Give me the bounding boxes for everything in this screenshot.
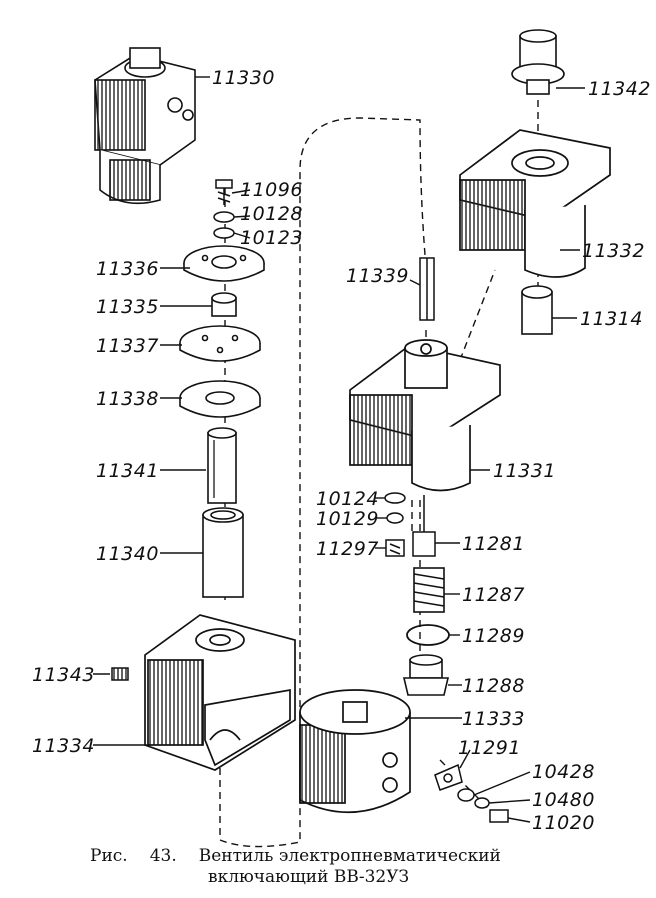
pin-11339 [419, 257, 435, 321]
label-11333: 11333 [462, 708, 525, 730]
label-11297: 11297 [316, 538, 379, 560]
fitting-11342 [511, 29, 565, 95]
label-11314: 11314 [580, 308, 643, 330]
screw-11096 [215, 179, 233, 205]
tube-11340 [202, 507, 244, 598]
label-11096: 11096 [240, 179, 303, 201]
caption-line2: включающий ВВ-32УЗ [208, 867, 410, 887]
figure-caption: Рис. 43. Вентиль электропневматический вкл… [90, 846, 501, 888]
label-10480: 10480 [532, 789, 595, 811]
label-11335: 11335 [96, 296, 159, 318]
screw-11020 [489, 809, 509, 823]
body-11333 [299, 689, 411, 814]
label-11291: 11291 [458, 737, 521, 759]
screw-11297 [385, 539, 405, 557]
valve-stem-11281 [412, 495, 436, 557]
label-11281: 11281 [462, 533, 525, 555]
leader-lines [93, 76, 585, 823]
sleeve-11314 [521, 285, 553, 335]
housing-11331 [349, 339, 501, 492]
washer-10480 [474, 797, 490, 809]
label-11288: 11288 [462, 675, 525, 697]
caption-number: 43. [149, 846, 177, 866]
label-10124: 10124 [316, 488, 379, 510]
label-11289: 11289 [462, 625, 525, 647]
disc-11338 [179, 380, 261, 418]
ring-11289 [406, 624, 450, 646]
caption-line1: Вентиль электропневматический [198, 846, 501, 866]
caption-prefix: Рис. [90, 846, 128, 866]
label-10428: 10428 [532, 761, 595, 783]
label-11332: 11332 [582, 240, 645, 262]
label-11330: 11330 [212, 67, 275, 89]
washer-10124 [384, 492, 406, 504]
disc-11337 [179, 325, 261, 362]
part-labels: 11330 11096 10128 10123 11336 11335 1133… [32, 67, 651, 834]
label-10128: 10128 [240, 203, 303, 225]
housing-11332 [459, 129, 611, 278]
bracket-11334 [144, 614, 296, 771]
seat-11288 [402, 654, 450, 696]
label-11343: 11343 [32, 664, 95, 686]
label-11331: 11331 [493, 460, 556, 482]
label-11339: 11339 [346, 265, 409, 287]
label-11341: 11341 [96, 460, 159, 482]
label-10129: 10129 [316, 508, 379, 530]
label-11338: 11338 [96, 388, 159, 410]
core-11341 [207, 427, 237, 504]
label-11342: 11342 [588, 78, 651, 100]
assembled-valve-11330 [94, 47, 196, 205]
cover-plate-11336 [183, 245, 265, 282]
nut-11343 [111, 667, 129, 681]
label-11340: 11340 [96, 543, 159, 565]
label-11334: 11334 [32, 735, 95, 757]
label-11337: 11337 [96, 335, 159, 357]
washer-10123 [213, 227, 235, 239]
label-11020: 11020 [532, 812, 595, 834]
lever-11291 [434, 763, 463, 791]
label-11336: 11336 [96, 258, 159, 280]
nut-11335 [211, 292, 237, 317]
spring-11287 [413, 567, 445, 613]
label-10123: 10123 [240, 227, 303, 249]
washer-10128 [213, 211, 235, 223]
washer-10428 [457, 788, 475, 802]
washer-10129 [386, 512, 404, 524]
label-11287: 11287 [462, 584, 525, 606]
